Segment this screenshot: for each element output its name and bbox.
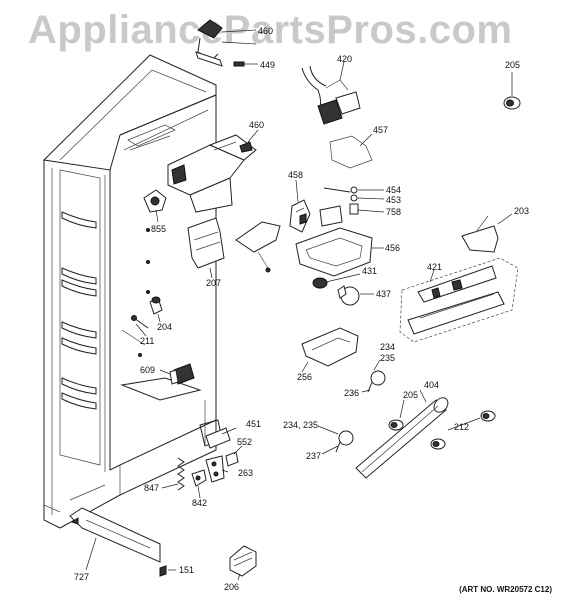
cabinet-liner [42,54,223,529]
socket-part-431 [312,277,328,289]
callout-234: 234 [380,342,395,352]
nut-part-212 [430,410,496,450]
top-hinge-part-460 [195,19,245,67]
screw-part-211 [131,315,149,329]
callout-labels: 460 449 420 205 460 457 454 453 758 458 … [74,26,529,592]
spring-part-237 [335,430,354,453]
callout-727: 727 [74,572,89,582]
dispenser-housing-part-460 [167,134,257,213]
nut-part-205-mid [388,419,404,431]
callout-204: 204 [157,322,172,332]
callout-211: 211 [140,336,154,346]
fasteners-454-453-758 [323,186,359,215]
art-number: (ART NO. WR20572 C12) [459,585,552,594]
callout-234-235: 234, 235 [283,420,318,430]
callout-256: 256 [297,372,312,382]
callout-420: 420 [337,54,352,64]
callout-451: 451 [246,419,261,429]
callout-460: 460 [249,120,264,130]
callout-456: 456 [385,243,400,253]
callout-421: 421 [427,262,442,272]
callout-237: 237 [306,451,321,461]
wire-harness-part-420 [301,65,361,125]
callout-431: 431 [362,266,377,276]
callout-758: 758 [386,207,401,217]
callout-207: 207 [206,278,221,288]
spring-part-236 [367,370,386,393]
switch-part-609 [169,363,195,385]
screw-part-151 [159,565,167,577]
callout-205: 205 [505,60,520,70]
callout-437: 437 [376,289,391,299]
callout-263: 263 [238,468,253,478]
actuator-part-458 [289,199,311,233]
ice-chute-part-256 [301,327,359,367]
dispenser-frame-part-456 [235,205,373,277]
callout-460: 460 [258,26,273,36]
clip-part-842 [191,469,207,487]
spring-part-847 [177,457,185,491]
callout-457: 457 [373,125,388,135]
callout-212: 212 [454,422,469,432]
callout-855: 855 [151,224,166,234]
light-socket-part-855 [143,189,167,213]
hinge-bracket-part-451 [205,427,231,449]
light-shield-part-207 [187,217,225,269]
callout-206: 206 [224,582,239,592]
callout-205: 205 [403,390,418,400]
callout-235: 235 [380,353,395,363]
button-part-204 [149,296,163,315]
nut-part-205-top [503,96,521,110]
control-assembly-part-421 [399,257,519,343]
callout-404: 404 [424,380,439,390]
callout-453: 453 [386,195,401,205]
callout-552: 552 [237,437,252,447]
callout-151: 151 [179,565,194,575]
rod-part-404 [355,397,449,479]
watermark-logo: AppliancePartsPros.com [28,8,513,52]
cover-part-203 [461,215,499,253]
callout-609: 609 [140,365,155,375]
callout-458: 458 [288,170,303,180]
callout-847: 847 [144,483,159,493]
light-bulb-part-437 [337,285,360,306]
callout-449: 449 [260,60,275,70]
callout-203: 203 [514,206,529,216]
gasket-part-457 [329,135,373,169]
callout-454: 454 [386,185,401,195]
leader-lines [85,29,513,581]
callout-236: 236 [344,388,359,398]
pins-part-552-263 [205,451,239,483]
callout-842: 842 [192,498,207,508]
grille-part-206 [229,545,257,577]
kickplate-part-727 [69,507,161,563]
